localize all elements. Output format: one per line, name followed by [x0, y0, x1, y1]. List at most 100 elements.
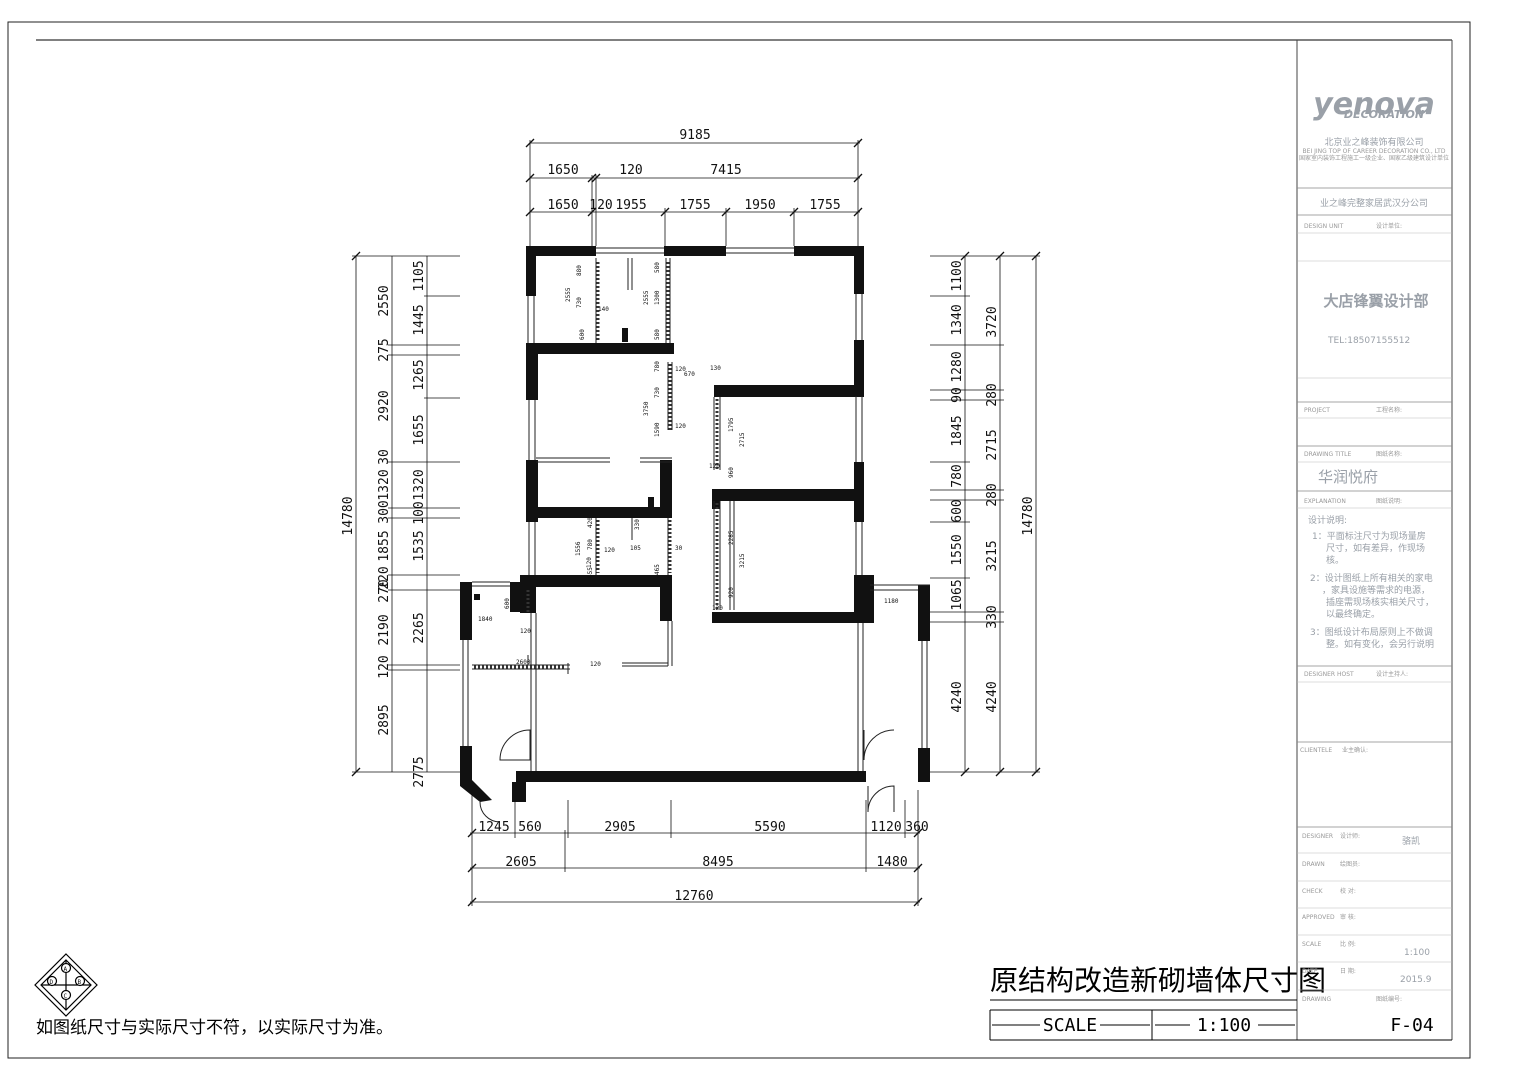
svg-text:3720: 3720	[985, 306, 1000, 337]
thin-walls	[462, 247, 930, 823]
svg-text:120: 120	[709, 463, 720, 470]
dim-bot-r1-1: 560	[518, 820, 541, 835]
compass-d: D	[50, 979, 54, 986]
svg-text:DESIGNER: DESIGNER	[1302, 833, 1333, 840]
svg-text:580: 580	[654, 329, 661, 340]
dim-bot-r2-1: 8495	[702, 855, 733, 870]
svg-text:核。: 核。	[1326, 554, 1344, 566]
svg-text:330: 330	[634, 519, 641, 530]
svg-text:120: 120	[586, 557, 593, 568]
svg-text:100: 100	[412, 501, 427, 524]
svg-text:日 期:: 日 期:	[1340, 967, 1356, 975]
svg-text:1845: 1845	[950, 415, 965, 446]
svg-text:670: 670	[684, 371, 695, 378]
svg-text:600: 600	[950, 499, 965, 522]
dim-left-total: 14780	[341, 496, 356, 535]
svg-text:1105: 1105	[412, 260, 427, 291]
scale-label: SCALE	[1043, 1015, 1097, 1036]
compass-icon	[34, 953, 98, 1017]
svg-text:1065: 1065	[950, 579, 965, 610]
dimension-lines	[352, 140, 1040, 906]
svg-text:2550: 2550	[377, 285, 392, 316]
project-name: 华润悦府	[1318, 468, 1378, 486]
notes-title: 设计说明:	[1308, 514, 1347, 526]
svg-text:2895: 2895	[377, 704, 392, 735]
svg-text:尺寸，如有差异，作现场: 尺寸，如有差异，作现场	[1326, 542, 1425, 554]
dim-top-r2-0: 1650	[547, 198, 578, 213]
svg-text:设计师:: 设计师:	[1340, 832, 1360, 840]
svg-text:2555: 2555	[643, 290, 650, 305]
svg-text:业主确认:: 业主确认:	[1342, 746, 1368, 754]
tel-number: TEL:18507155512	[1327, 336, 1410, 346]
svg-text:1556: 1556	[575, 541, 582, 556]
svg-text:730: 730	[654, 387, 661, 398]
scale-value: 1:100	[1197, 1015, 1251, 1036]
svg-text:图纸名称:: 图纸名称:	[1376, 450, 1402, 458]
svg-text:，家具设施等需求的电源，: ，家具设施等需求的电源，	[1322, 584, 1430, 596]
svg-text:工程名称:: 工程名称:	[1376, 406, 1402, 414]
dim-top-r2-2: 1955	[615, 198, 646, 213]
svg-text:2715: 2715	[985, 429, 1000, 460]
dim-top-r1-0: 1650	[547, 163, 578, 178]
walls	[460, 246, 930, 802]
svg-text:120: 120	[675, 423, 686, 430]
dim-top-r2-3: 1755	[679, 198, 710, 213]
svg-text:275: 275	[377, 338, 392, 361]
svg-text:300: 300	[377, 500, 392, 523]
svg-text:120: 120	[520, 628, 531, 635]
svg-text:2920: 2920	[377, 390, 392, 421]
svg-text:DESIGNER HOST: DESIGNER HOST	[1304, 671, 1354, 678]
svg-text:140: 140	[598, 306, 609, 313]
svg-text:1840: 1840	[478, 616, 493, 623]
svg-text:105: 105	[630, 545, 641, 552]
svg-text:SCALE: SCALE	[1302, 941, 1321, 948]
svg-text:280: 280	[985, 383, 1000, 406]
dim-top-total: 9185	[679, 128, 710, 143]
svg-text:130: 130	[710, 365, 721, 372]
svg-text:DRAWN: DRAWN	[1302, 861, 1325, 868]
svg-text:1300: 1300	[654, 290, 661, 305]
svg-text:1280: 1280	[950, 351, 965, 382]
tb-date-value: 2015.9	[1400, 975, 1432, 985]
svg-text:1855: 1855	[377, 530, 392, 561]
svg-text:1100: 1100	[950, 260, 965, 291]
outer-frame	[7, 21, 1471, 1059]
svg-text:120: 120	[675, 366, 686, 373]
svg-text:1655: 1655	[412, 414, 427, 445]
interior-dims: 2555 880 730 140 600 580 1300 2555 580 6…	[478, 262, 899, 668]
svg-text:2775: 2775	[412, 756, 427, 787]
dim-bot-r2-0: 2605	[505, 855, 536, 870]
svg-text:465: 465	[654, 564, 661, 575]
dim-bot-r1-4: 1120	[870, 820, 901, 835]
svg-text:780: 780	[654, 361, 661, 372]
dim-right-total: 14780	[1021, 496, 1036, 535]
dimension-ticks	[351, 138, 1041, 907]
svg-text:960: 960	[728, 467, 735, 478]
svg-text:120: 120	[590, 661, 601, 668]
department-name: 大店锋翼设计部	[1323, 292, 1428, 310]
svg-text:2715: 2715	[739, 432, 746, 447]
tb-scale-value: 1:100	[1404, 948, 1430, 958]
svg-text:1265: 1265	[412, 359, 427, 390]
sheet-number: F-04	[1390, 1015, 1433, 1036]
svg-text:3215: 3215	[739, 553, 746, 568]
svg-text:整。如有变化，会另行说明: 整。如有变化，会另行说明	[1326, 638, 1434, 650]
svg-text:审 核:: 审 核:	[1340, 913, 1356, 921]
dim-bot-r2-2: 1480	[876, 855, 907, 870]
svg-text:3215: 3215	[985, 540, 1000, 571]
svg-text:校 对:: 校 对:	[1340, 887, 1356, 895]
dim-bot-r1-5: 360	[905, 820, 928, 835]
svg-text:图纸说明:: 图纸说明:	[1376, 497, 1402, 505]
left-outer-dims: 2550 275 2920 30 1320 300 1855 220 270 2…	[377, 285, 427, 787]
svg-text:1340: 1340	[950, 304, 965, 335]
svg-text:580: 580	[654, 262, 661, 273]
svg-text:655: 655	[587, 567, 594, 578]
svg-text:600: 600	[504, 598, 511, 609]
svg-text:PROJECT: PROJECT	[1304, 407, 1330, 414]
dim-bot-r1-3: 5590	[754, 820, 785, 835]
svg-text:插座需现场核实相关尺寸，: 插座需现场核实相关尺寸，	[1326, 596, 1434, 608]
svg-text:90: 90	[950, 387, 965, 403]
dim-top-r1-1: 120	[619, 163, 642, 178]
compass-c: C	[64, 993, 68, 1000]
dim-bot-r1-0: 1245	[478, 820, 509, 835]
